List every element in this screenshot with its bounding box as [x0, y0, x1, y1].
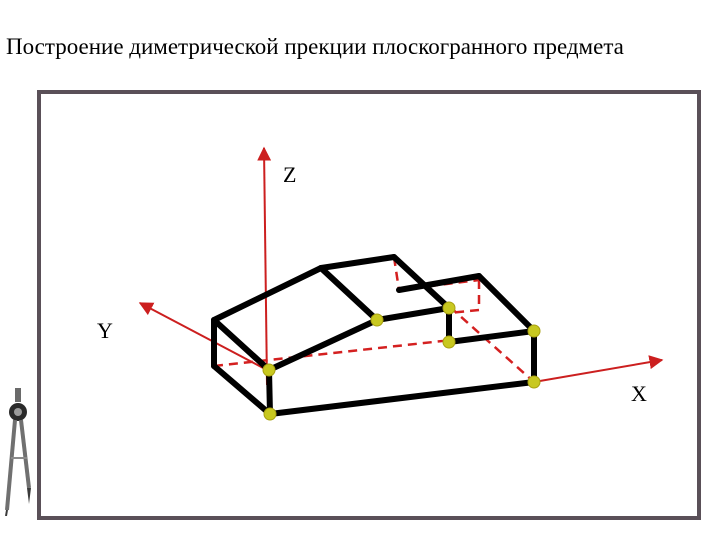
- z-axis: [257, 146, 272, 386]
- vertex-markers: [262, 301, 541, 421]
- z-axis-label: Z: [283, 162, 296, 187]
- y-axis: [138, 302, 268, 371]
- x-axis-label: X: [631, 381, 647, 406]
- visible-edges: [211, 254, 537, 417]
- page-title: Построение диметрической прекции плоског…: [6, 34, 624, 59]
- y-axis-label: Y: [97, 318, 113, 343]
- x-axis: [533, 355, 664, 383]
- drafting-compass-icon: [5, 388, 31, 516]
